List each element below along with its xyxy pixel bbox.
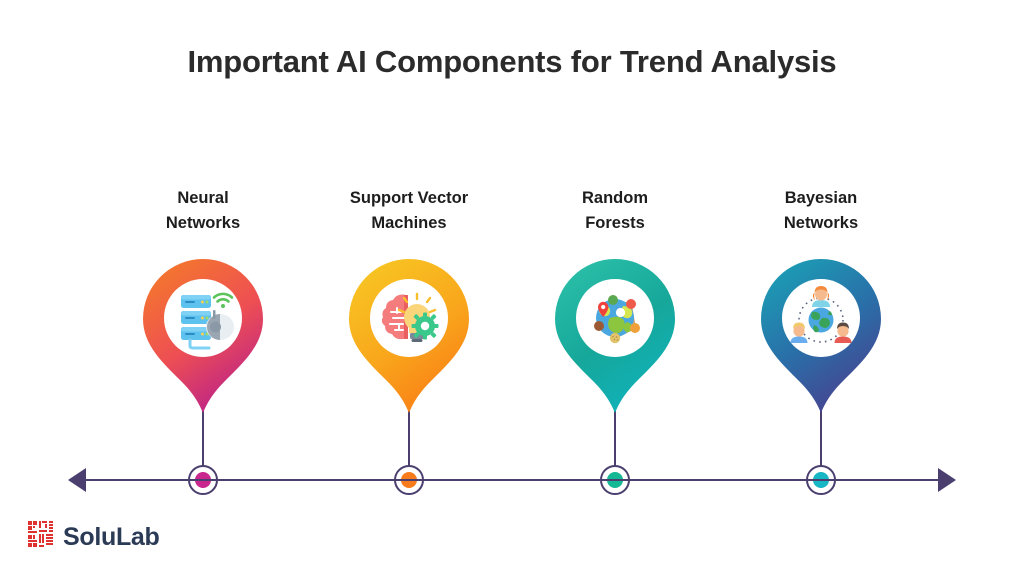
pin-stem (202, 407, 204, 480)
item-label-line2: Networks (165, 214, 241, 232)
map-pin-marker[interactable] (757, 255, 885, 415)
brand-logo[interactable]: SoluLab (28, 521, 160, 552)
map-pin-marker[interactable] (551, 255, 679, 415)
item-label-line1: Bayesian (784, 189, 858, 207)
solulab-qr-mark-icon (28, 521, 54, 552)
pin-stem (408, 407, 410, 480)
brand-name: SoluLab (63, 522, 160, 551)
brain-lightbulb-gear-icon (373, 282, 445, 354)
pin-stem (614, 407, 616, 480)
server-wifi-satellite-icon (167, 282, 239, 354)
page-title: Important AI Components for Trend Analys… (187, 44, 837, 79)
timeline-axis (78, 479, 946, 481)
item-label-line2: Machines (371, 214, 447, 232)
item-label-line1: Support Vector (349, 189, 469, 207)
people-around-globe-icon (785, 282, 857, 354)
map-pin-marker[interactable] (139, 255, 267, 415)
map-pin-marker[interactable] (345, 255, 473, 415)
pin-stem (820, 407, 822, 480)
arrow-right-icon (938, 468, 956, 492)
item-label-line2: Networks (783, 214, 859, 232)
arrow-left-icon (68, 468, 86, 492)
item-label-line2: Forests (585, 214, 645, 232)
globe-network-nodes-icon (579, 282, 651, 354)
item-label-line1: Random (582, 189, 648, 207)
item-label-line1: Neural (177, 189, 229, 207)
